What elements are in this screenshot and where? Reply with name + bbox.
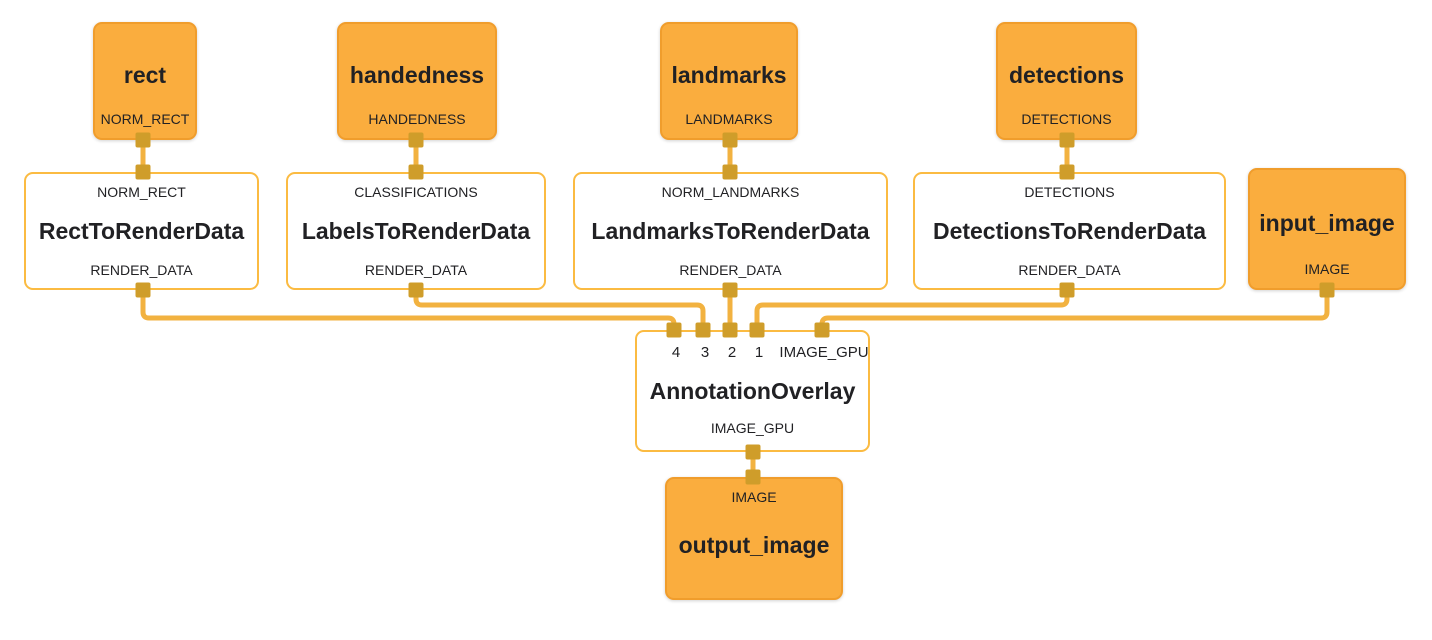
node-title-wrap: landmarks [662, 24, 796, 110]
node-title: AnnotationOverlay [649, 378, 856, 404]
node-detections-to-render-data[interactable]: DETECTIONS DetectionsToRenderData RENDER… [913, 172, 1226, 290]
input-port-label-2: 2 [727, 344, 737, 361]
output-port-label: RENDER_DATA [679, 262, 782, 278]
output-port-label: IMAGE_GPU [710, 420, 795, 436]
node-title: input_image [1259, 209, 1395, 236]
input-port-label: NORM_RECT [97, 184, 186, 200]
node-title: detections [1008, 61, 1125, 88]
output-port-label: NORM_RECT [100, 111, 190, 127]
node-labels-to-render-data[interactable]: CLASSIFICATIONS LabelsToRenderData RENDE… [286, 172, 546, 290]
edge-recttorenderdata-to-annotationoverlay-4 [140, 290, 677, 332]
node-rect-to-render-data[interactable]: NORM_RECT RectToRenderData RENDER_DATA [24, 172, 259, 290]
output-port-label: DETECTIONS [1021, 111, 1112, 127]
node-landmarks[interactable]: landmarks LANDMARKS [660, 22, 798, 140]
node-title: LandmarksToRenderData [591, 217, 870, 244]
node-detections[interactable]: detections DETECTIONS [996, 22, 1137, 140]
node-annotation-overlay[interactable]: 4 3 2 1 IMAGE_GPU AnnotationOverlay IMAG… [635, 330, 870, 452]
node-landmarks-to-render-data[interactable]: NORM_LANDMARKS LandmarksToRenderData REN… [573, 172, 888, 290]
input-port-label: DETECTIONS [1024, 184, 1115, 200]
output-port-label: HANDEDNESS [368, 111, 466, 127]
edge-detectionstorenderdata-to-annotationoverlay-1 [754, 290, 1070, 332]
node-title: handedness [349, 61, 485, 88]
input-port-label: NORM_LANDMARKS [661, 184, 800, 200]
node-output-image[interactable]: IMAGE output_image [665, 477, 843, 600]
input-port-label: IMAGE [731, 489, 777, 505]
output-port-label: RENDER_DATA [1018, 262, 1121, 278]
node-title-wrap: detections [998, 24, 1135, 110]
edge-inputimage-to-annotationoverlay-imagegpu [819, 290, 1330, 332]
input-port-label-1: 1 [754, 344, 764, 361]
output-port-label: RENDER_DATA [364, 262, 468, 278]
output-port-label: LANDMARKS [685, 111, 773, 127]
node-title-wrap: input_image [1250, 170, 1404, 260]
edge-labelstorenderdata-to-annotationoverlay-3 [413, 290, 706, 332]
node-title: output_image [678, 532, 830, 558]
output-port-label: IMAGE [1304, 261, 1350, 277]
node-title-wrap: handedness [339, 24, 495, 110]
input-port-label: CLASSIFICATIONS [354, 184, 478, 200]
input-port-label-image-gpu: IMAGE_GPU [779, 344, 869, 361]
node-input-image[interactable]: input_image IMAGE [1248, 168, 1406, 290]
node-title: DetectionsToRenderData [932, 217, 1207, 244]
node-rect[interactable]: rect NORM_RECT [93, 22, 197, 140]
node-title: RectToRenderData [38, 217, 245, 244]
input-port-label-3: 3 [700, 344, 710, 361]
output-port-label: RENDER_DATA [90, 262, 193, 278]
node-handedness[interactable]: handedness HANDEDNESS [337, 22, 497, 140]
node-title: rect [123, 61, 167, 88]
node-title: LabelsToRenderData [301, 217, 531, 244]
input-port-label-4: 4 [671, 344, 681, 361]
node-title: landmarks [671, 61, 787, 88]
node-title-wrap: rect [95, 24, 195, 110]
